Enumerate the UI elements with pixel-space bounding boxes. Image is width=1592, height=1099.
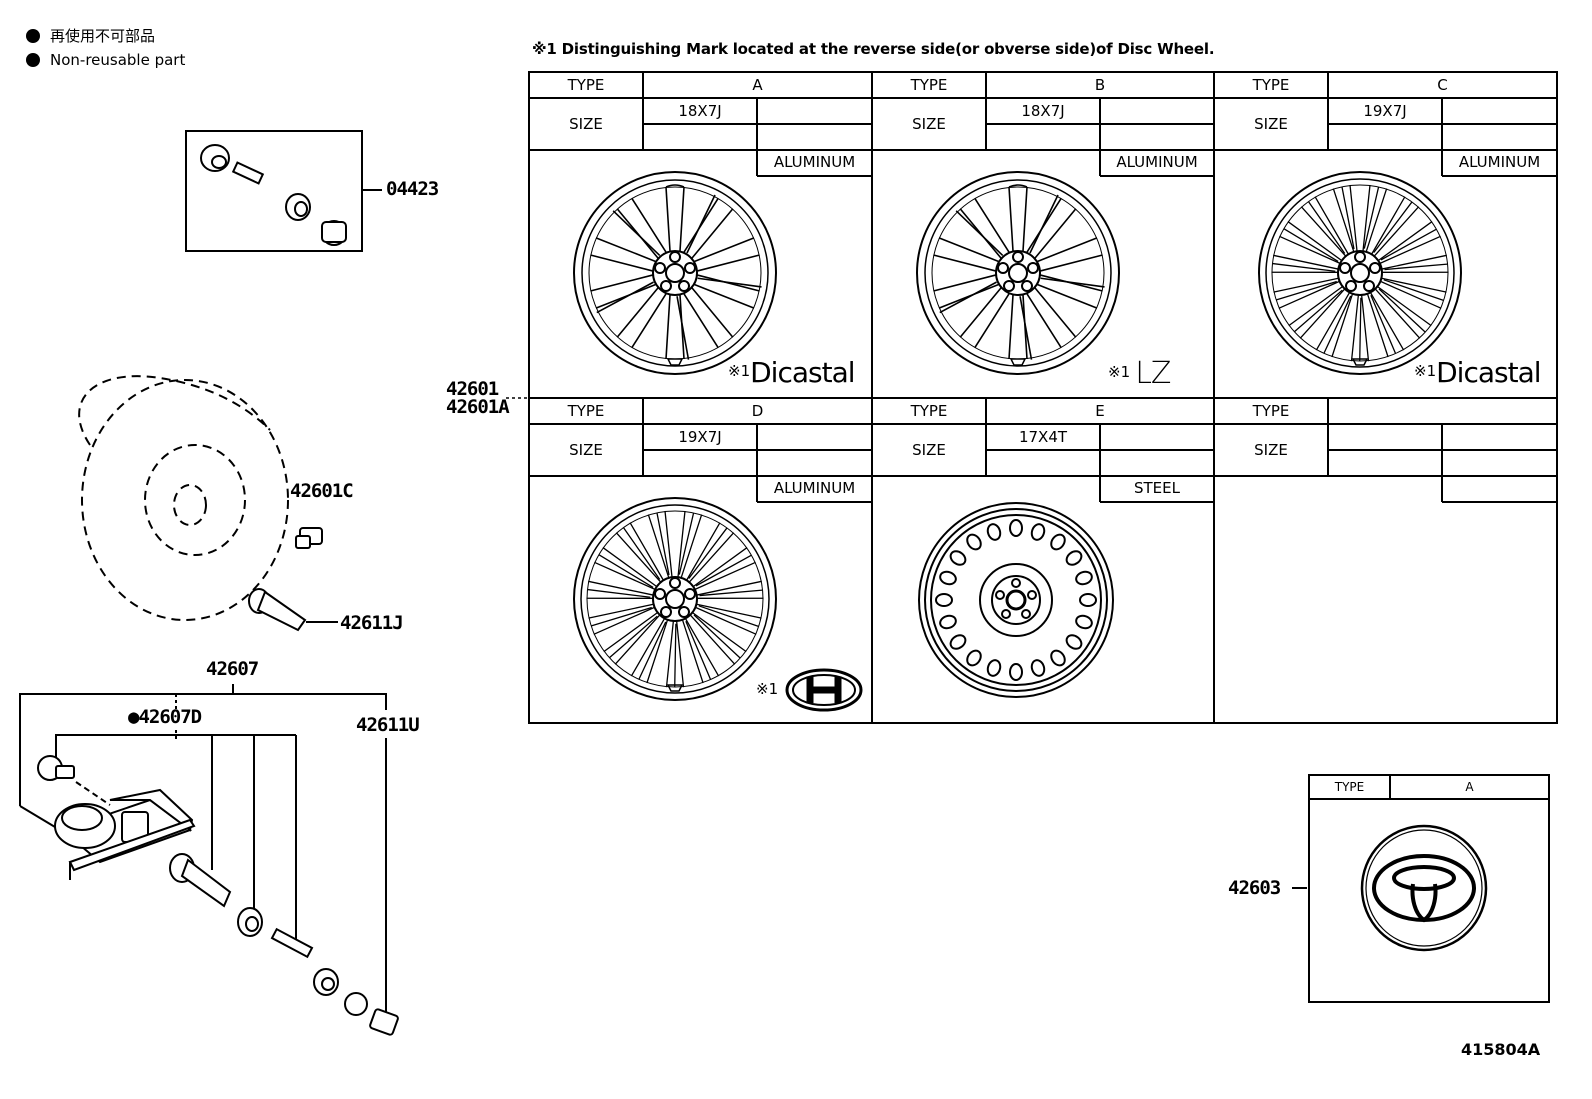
bullet-icon	[26, 53, 40, 67]
type-header-a: TYPE	[567, 76, 605, 94]
type-header-f: TYPE	[1252, 402, 1290, 420]
part-number-42601a: 42601A	[446, 396, 510, 418]
type-header-b: TYPE	[910, 76, 948, 94]
mark-b: ※1 LZ	[1108, 356, 1171, 391]
type-header-c: TYPE	[1252, 76, 1290, 94]
dicastal-logo: Dicastal	[750, 356, 855, 389]
size-value-d: 19X7J	[678, 428, 722, 446]
material-c: ALUMINUM	[1458, 153, 1541, 171]
mark-c: ※1Dicastal	[1414, 356, 1542, 389]
legend: 再使用不可部品 Non-reusable part	[26, 24, 185, 72]
part-number-04423: 04423	[386, 178, 439, 200]
part-number-42601: 42601	[446, 378, 499, 400]
size-header-b: SIZE	[912, 115, 946, 133]
dicastal-logo: Dicastal	[1436, 356, 1541, 389]
type-value-e: E	[1095, 402, 1105, 420]
part-number-42603: 42603	[1228, 877, 1281, 899]
diagram-reference-number: 415804A	[1461, 1040, 1541, 1059]
material-b: ALUMINUM	[1116, 153, 1198, 171]
part-number-42601c: 42601C	[290, 480, 354, 502]
distinguishing-mark-note: ※1 Distinguishing Mark located at the re…	[532, 40, 1215, 58]
material-e: STEEL	[1134, 479, 1180, 497]
part-number-42607: 42607	[206, 658, 259, 680]
mark-a: ※1Dicastal	[728, 356, 856, 389]
size-header-c: SIZE	[1254, 115, 1288, 133]
part-number-42611j: 42611J	[340, 612, 404, 634]
type-header-e: TYPE	[910, 402, 948, 420]
mark-d: ※1 H	[756, 680, 779, 698]
material-d: ALUMINUM	[773, 479, 856, 497]
type-value-b: B	[1094, 76, 1106, 94]
size-header-f: SIZE	[1254, 441, 1288, 459]
legend-item-en: Non-reusable part	[26, 48, 185, 72]
cap-type-header: TYPE	[1334, 780, 1365, 794]
size-value-b: 18X7J	[1021, 102, 1065, 120]
material-a: ALUMINUM	[773, 153, 856, 171]
part-number-42607d: ●42607D	[128, 706, 202, 728]
legend-item-jp: 再使用不可部品	[26, 24, 185, 48]
size-value-c: 19X7J	[1363, 102, 1407, 120]
size-header-e: SIZE	[912, 441, 946, 459]
bullet-icon	[26, 29, 40, 43]
size-header-a: SIZE	[569, 115, 603, 133]
type-value-d: D	[751, 402, 764, 420]
lz-logo: LZ	[1135, 356, 1171, 391]
type-header-d: TYPE	[567, 402, 605, 420]
size-value-e: 17X4T	[1018, 428, 1068, 446]
type-value-a: A	[752, 76, 763, 94]
size-header-d: SIZE	[569, 441, 603, 459]
part-number-42611u: 42611U	[356, 714, 420, 736]
size-value-a: 18X7J	[678, 102, 722, 120]
cap-type-value: A	[1465, 780, 1474, 794]
type-value-c: C	[1437, 76, 1448, 94]
